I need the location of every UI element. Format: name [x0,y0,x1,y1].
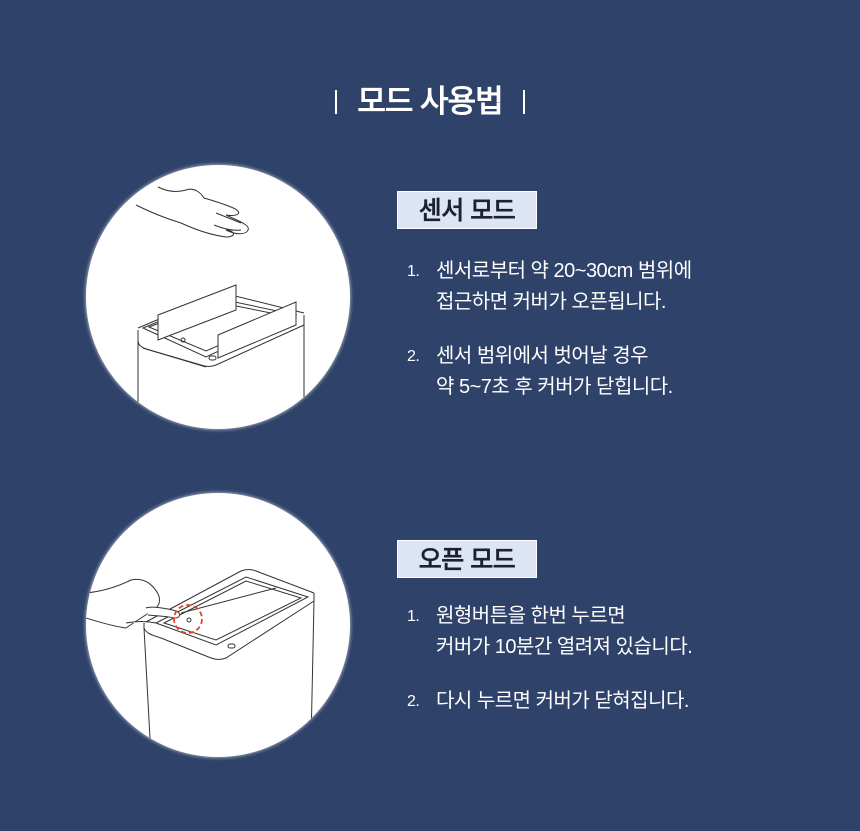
step-text-line: 원형버튼을 한번 누르면 [436,605,626,627]
step-text-line: 센서 범위에서 벗어날 경우 [436,345,649,367]
step-number: 2. [407,693,420,710]
page-title: 모드 사용법 [0,76,860,121]
step-number: 2. [407,348,420,365]
open-mode-label: 오픈 모드 [397,540,537,578]
hand-icon [86,578,181,629]
step-text-line: 센서로부터 약 20~30cm 범위에 [436,260,692,282]
open-mode-step-2: 2. 다시 누르면 커버가 닫혀집니다. [407,686,689,717]
hand-icon [135,186,249,238]
step-text-line: 약 5~7초 후 커버가 닫힙니다. [436,376,673,398]
trash-bin-icon [143,569,315,757]
step-text-line: 다시 누르면 커버가 닫혀집니다. [436,690,689,712]
step-text-line: 커버가 10분간 열려져 있습니다. [436,636,693,658]
step-text-line: 접근하면 커버가 오픈됩니다. [436,291,666,313]
title-text: 모드 사용법 [357,84,503,119]
title-divider [522,89,525,114]
sensor-mode-label: 센서 모드 [397,191,537,229]
button-highlight-icon [173,604,203,634]
open-mode-step-1: 1. 원형버튼을 한번 누르면 커버가 10분간 열려져 있습니다. [407,601,693,663]
open-mode-illustration [86,493,350,757]
step-number: 1. [407,263,420,280]
trash-bin-icon [137,284,305,425]
sensor-mode-step-1: 1. 센서로부터 약 20~30cm 범위에 접근하면 커버가 오픈됩니다. [407,256,692,318]
title-divider [335,89,338,114]
sensor-mode-step-2: 2. 센서 범위에서 벗어날 경우 약 5~7초 후 커버가 닫힙니다. [407,341,673,403]
sensor-mode-illustration [86,165,350,429]
step-number: 1. [407,608,420,625]
